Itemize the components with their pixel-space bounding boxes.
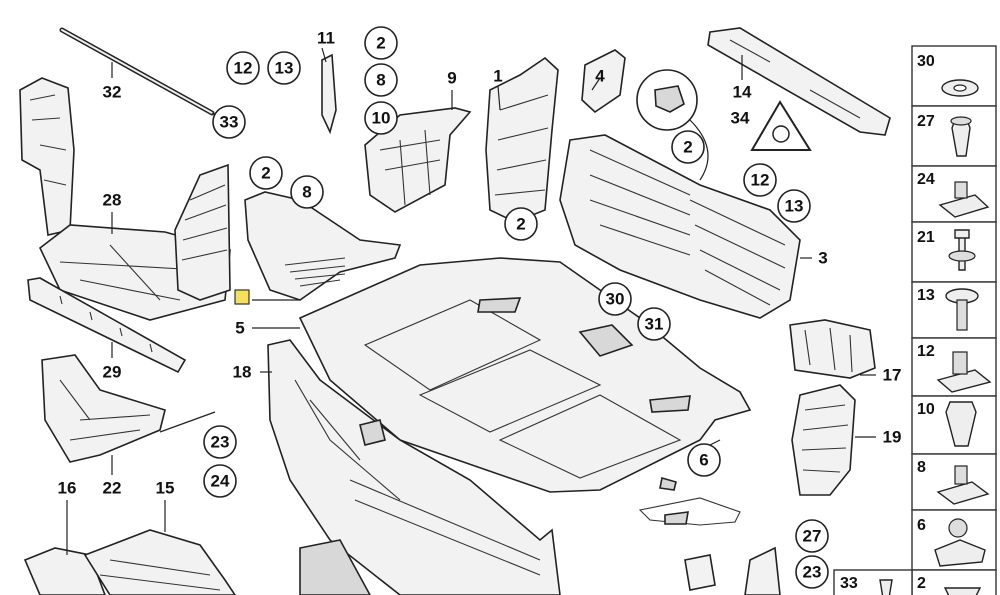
table-label-33: 33 xyxy=(840,575,858,592)
circled-23: 23 xyxy=(211,433,230,452)
circled-24: 24 xyxy=(211,472,230,491)
label-32: 32 xyxy=(103,83,122,102)
table-label-30: 30 xyxy=(917,53,935,70)
circled-12: 12 xyxy=(751,171,770,190)
circled-33: 33 xyxy=(220,113,239,132)
grille-28 xyxy=(174,163,231,301)
table-label-21: 21 xyxy=(917,229,935,246)
circled-8: 8 xyxy=(376,71,385,90)
label-9: 9 xyxy=(447,69,456,88)
plain-labels: 32 28 29 16 22 15 11 9 1 4 14 34 3 5 18 … xyxy=(58,29,902,498)
circled-30: 30 xyxy=(606,290,625,309)
label-11: 11 xyxy=(317,29,335,48)
label-4: 4 xyxy=(595,67,605,86)
label-17: 17 xyxy=(883,366,902,385)
label-22: 22 xyxy=(103,479,122,498)
label-5: 5 xyxy=(235,319,244,338)
table-label-10: 10 xyxy=(917,401,935,418)
intake-housing-3 xyxy=(559,134,801,319)
support-18 xyxy=(267,339,561,595)
circled-23: 23 xyxy=(803,563,822,582)
circled-6: 6 xyxy=(699,451,708,470)
circled-31: 31 xyxy=(645,315,664,334)
highlight-marker xyxy=(234,289,250,305)
bump-part xyxy=(684,554,716,591)
bracket-22 xyxy=(41,354,166,463)
left-air-duct xyxy=(19,77,75,236)
circled-2: 2 xyxy=(516,215,525,234)
pin-icon xyxy=(879,579,893,595)
circled-2: 2 xyxy=(683,138,692,157)
bar-14 xyxy=(707,27,891,136)
table-label-6: 6 xyxy=(917,517,926,534)
table-label-13: 13 xyxy=(917,287,935,304)
cover-4 xyxy=(581,49,626,114)
label-16: 16 xyxy=(58,479,77,498)
circled-13: 13 xyxy=(785,197,804,216)
lower-right-piece xyxy=(744,546,781,595)
label-18: 18 xyxy=(233,363,252,382)
parts-artwork xyxy=(19,27,891,595)
plastic-nut-icon xyxy=(945,401,977,447)
underbody-panel-5 xyxy=(298,257,752,493)
circled-13: 13 xyxy=(275,59,294,78)
circled-10: 10 xyxy=(372,109,391,128)
circled-27: 27 xyxy=(803,527,822,546)
label-14: 14 xyxy=(733,83,752,102)
deflector-1 xyxy=(485,56,559,223)
strip-29 xyxy=(27,277,187,374)
part-15 xyxy=(83,529,236,595)
circled-8: 8 xyxy=(302,183,311,202)
table-label-24: 24 xyxy=(917,171,935,188)
circled-2: 2 xyxy=(376,34,385,53)
sheet-nut-icon xyxy=(936,481,990,505)
table-label-8: 8 xyxy=(917,459,926,476)
side-parts-table: 30 27 24 21 13 12 10 8 6 2 33 xyxy=(833,45,997,595)
label-1: 1 xyxy=(493,67,502,86)
bracket-19 xyxy=(791,384,856,496)
table-label-27: 27 xyxy=(917,113,935,130)
label-15: 15 xyxy=(156,479,175,498)
bracket-9 xyxy=(364,107,472,213)
circled-labels: 33 12 13 2 8 10 2 8 2 2 12 13 30 31 6 23… xyxy=(203,26,829,589)
clip-11 xyxy=(321,53,337,135)
label-28: 28 xyxy=(103,191,122,210)
table-label-2: 2 xyxy=(917,575,926,592)
plate-8 xyxy=(244,191,402,301)
clamp-icon xyxy=(934,539,986,567)
grommet-icon xyxy=(943,587,982,595)
label-34: 34 xyxy=(731,109,750,128)
circled-12: 12 xyxy=(234,59,253,78)
label-29: 29 xyxy=(103,363,122,382)
circled-2: 2 xyxy=(261,164,270,183)
label-19: 19 xyxy=(883,428,902,447)
table-label-12: 12 xyxy=(917,343,935,360)
label-3: 3 xyxy=(818,249,827,268)
